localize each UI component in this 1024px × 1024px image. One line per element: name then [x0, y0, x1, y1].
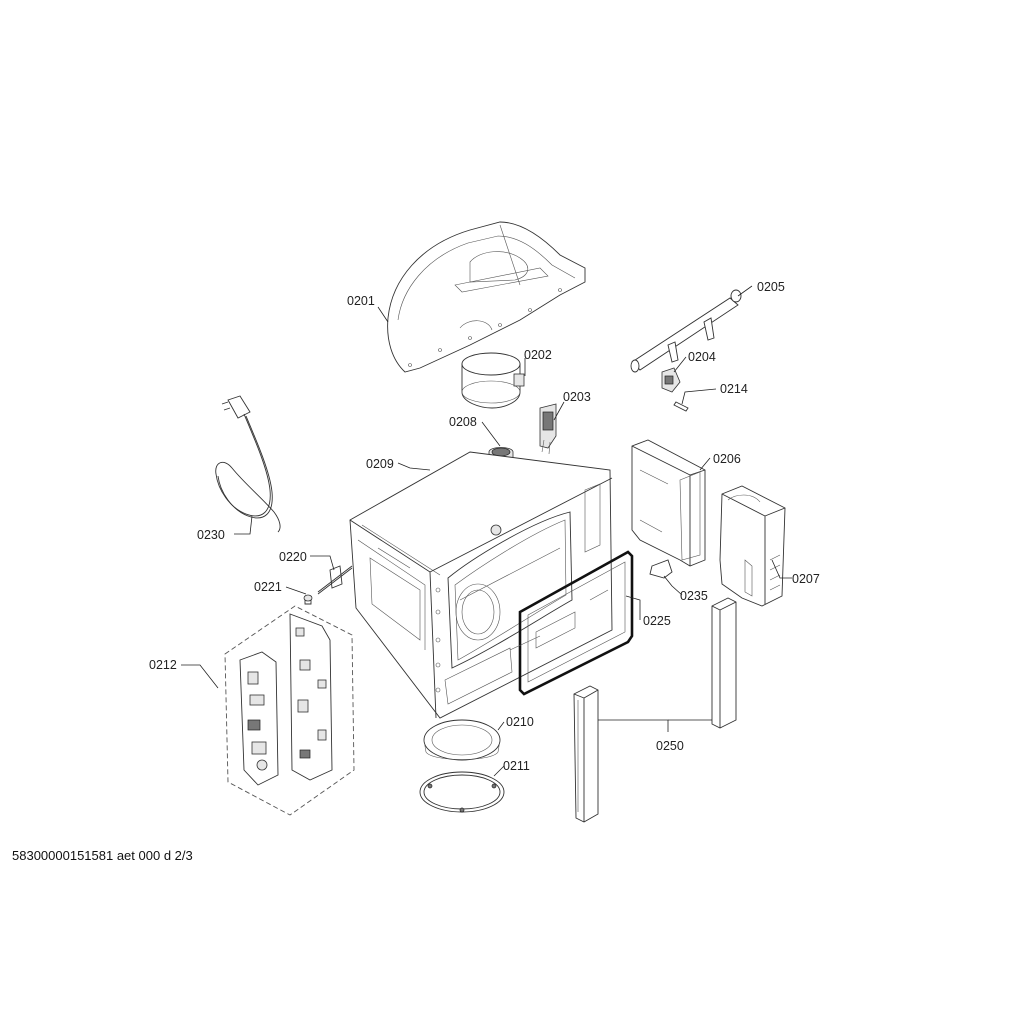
label-0230: 0230	[197, 528, 225, 542]
part-0209-cavity-frame	[349, 451, 613, 719]
label-0211: 0211	[503, 759, 530, 773]
label-0206: 0206	[713, 452, 741, 466]
label-0235: 0235	[680, 589, 708, 603]
part-0202-fan-motor	[461, 352, 525, 409]
label-0220: 0220	[279, 550, 307, 564]
label-0202: 0202	[524, 348, 552, 362]
label-0201: 0201	[347, 294, 375, 308]
part-0211-gasket	[419, 771, 505, 813]
part-0250-rails	[573, 597, 737, 823]
label-0208: 0208	[449, 415, 477, 429]
part-0212-control-board	[224, 605, 355, 816]
part-0205-tube	[630, 289, 742, 373]
part-0201-fan-housing	[387, 221, 586, 373]
part-0210-ring	[423, 719, 501, 761]
part-0221-screw	[303, 594, 313, 605]
label-0203: 0203	[563, 390, 591, 404]
part-number-labels: 0201 0202 0203 0204 0205 0206 0207 0208 …	[149, 280, 820, 773]
label-0214: 0214	[720, 382, 748, 396]
part-0206-tank-frame	[631, 439, 706, 567]
leader-lines	[181, 285, 792, 777]
part-0225-seal	[509, 550, 634, 696]
part-0207-water-tank	[719, 485, 786, 607]
label-0207: 0207	[792, 572, 820, 586]
part-0220-sensor-clip	[317, 565, 353, 595]
part-0230-power-cord	[215, 395, 281, 533]
part-0204-valve	[661, 367, 681, 393]
label-0212: 0212	[149, 658, 177, 672]
part-0203-switch	[539, 403, 557, 455]
part-0214-pin	[673, 401, 689, 412]
label-0204: 0204	[688, 350, 716, 364]
label-0221: 0221	[254, 580, 282, 594]
label-0225: 0225	[643, 614, 671, 628]
label-0210: 0210	[506, 715, 534, 729]
label-0250: 0250	[656, 739, 684, 753]
label-0209: 0209	[366, 457, 394, 471]
document-reference: 58300000151581 aet 000 d 2/3	[12, 848, 193, 863]
label-0205: 0205	[757, 280, 785, 294]
part-0235-bracket	[649, 559, 673, 579]
